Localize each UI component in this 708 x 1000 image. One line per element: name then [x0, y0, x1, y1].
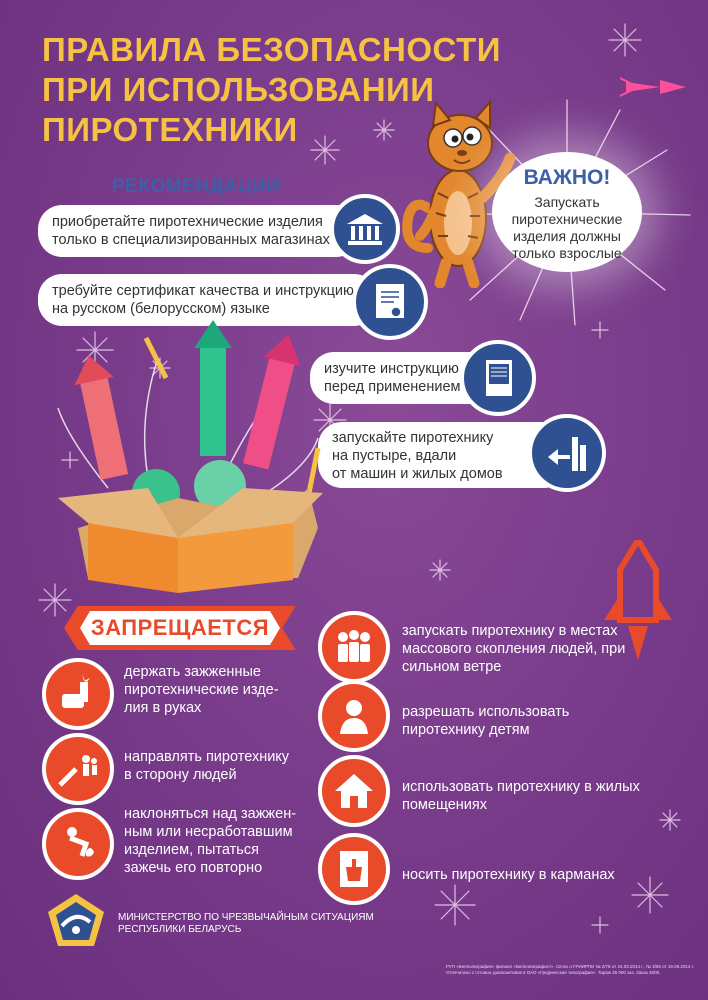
forbidden-line: в сторону людей	[124, 767, 237, 783]
forbidden-line: использовать пиротехнику в жилых	[402, 779, 640, 795]
title-line: ПИРОТЕХНИКИ	[42, 111, 298, 148]
forbidden-item: наклоняться над зажжен- ным или несработ…	[124, 805, 296, 877]
forbidden-line: изделием, пытаться	[124, 842, 259, 858]
print-details-line: Отпечатано с готовых диапозитивов в ОАО …	[446, 970, 661, 975]
ministry-line: МИНИСТЕРСТВО ПО ЧРЕЗВЫЧАЙНЫМ СИТУАЦИЯМ	[118, 912, 374, 923]
recommendation-line: запускайте пиротехнику	[332, 430, 494, 446]
certificate-icon	[352, 264, 428, 340]
title-line: ПРИ ИСПОЛЬЗОВАНИИ	[42, 71, 435, 108]
forbidden-line: разрешать использовать	[402, 704, 570, 720]
forbidden-line: массового скопления людей, при	[402, 641, 626, 657]
important-text: Запускать пиротехнические изделия должны…	[492, 194, 642, 262]
recommendation-line: на русском (белорусском) языке	[52, 301, 270, 317]
forbidden-line: пиротехнические изде-	[124, 682, 279, 698]
forbidden-item: носить пиротехнику в карманах	[402, 866, 615, 884]
red-rocket-icon	[604, 540, 672, 660]
firework-box-illustration	[57, 320, 323, 593]
forbidden-line: зажечь его повторно	[124, 860, 263, 876]
pocket-icon	[318, 833, 390, 905]
forbidden-item: разрешать использовать пиротехнику детям	[402, 703, 569, 739]
title-line: ПРАВИЛА БЕЗОПАСНОСТИ	[42, 31, 501, 68]
ministry-name: МИНИСТЕРСТВО ПО ЧРЕЗВЫЧАЙНЫМ СИТУАЦИЯМ Р…	[118, 912, 374, 936]
cat-mascot-icon	[402, 99, 516, 288]
forbidden-line: наклоняться над зажжен-	[124, 806, 297, 822]
important-line: изделия должны	[513, 228, 621, 244]
emergency-ministry-emblem-icon	[48, 894, 104, 946]
print-details: РУП «Белполиграфия» филиал «Белполиграфи…	[446, 964, 696, 976]
recommendation-line: от машин и жилых домов	[332, 466, 503, 482]
recommendation-item: запускайте пиротехнику на пустыре, вдали…	[318, 422, 568, 488]
important-line: только взрослые	[512, 245, 622, 261]
recommendation-item: требуйте сертификат качества и инструкци…	[38, 274, 378, 326]
recommendation-line: только в специализированных магазинах	[52, 232, 330, 248]
forbidden-line: носить пиротехнику в карманах	[402, 867, 615, 883]
recommendation-line: требуйте сертификат качества и инструкци…	[52, 283, 354, 299]
forbidden-heading: ЗАПРЕЩАЕТСЯ	[90, 615, 270, 640]
forbidden-item: использовать пиротехнику в жилых помещен…	[402, 778, 640, 814]
important-line: Запускать	[534, 194, 600, 210]
aim-at-people-icon	[42, 733, 114, 805]
forbidden-line: ным или несработавшим	[124, 824, 293, 840]
recommendation-line: приобретайте пиротехнические изделия	[52, 214, 323, 230]
recommendations-heading: РЕКОМЕНДАЦИИ	[112, 176, 281, 197]
recommendation-line: изучите инструкцию	[324, 361, 459, 377]
hand-firework-icon	[42, 658, 114, 730]
forbidden-line: пиротехнику детям	[402, 722, 530, 738]
important-heading: ВАЖНО!	[523, 166, 611, 189]
forbidden-line: запускать пиротехнику в местах	[402, 623, 618, 639]
lean-over-firework-icon	[42, 808, 114, 880]
forbidden-line: держать зажженные	[124, 664, 261, 680]
recommendation-item: приобретайте пиротехнические изделия тол…	[38, 205, 360, 257]
pink-rocket-icon	[620, 77, 686, 97]
forbidden-line: лия в руках	[124, 700, 202, 716]
house-icon	[318, 755, 390, 827]
child-icon	[318, 680, 390, 752]
forbidden-line: сильном ветре	[402, 659, 502, 675]
forbidden-item: запускать пиротехнику в местах массового…	[402, 622, 625, 676]
forbidden-line: направлять пиротехнику	[124, 749, 290, 765]
away-from-buildings-icon	[528, 414, 606, 492]
recommendation-line: на пустыре, вдали	[332, 448, 457, 464]
instruction-book-icon	[460, 340, 536, 416]
forbidden-line: помещениях	[402, 797, 487, 813]
forbidden-heading-box: ЗАПРЕЩАЕТСЯ	[80, 611, 280, 645]
crowd-icon	[318, 611, 390, 683]
print-details-line: РУП «Белполиграфия» филиал «Белполиграфи…	[446, 964, 694, 969]
recommendation-line: перед применением	[324, 379, 461, 395]
important-note: ВАЖНО! Запускать пиротехнические изделия…	[492, 152, 642, 272]
important-line: пиротехнические	[511, 211, 623, 227]
forbidden-item: направлять пиротехнику в сторону людей	[124, 748, 289, 784]
shop-icon	[330, 194, 400, 264]
poster-title: ПРАВИЛА БЕЗОПАСНОСТИ ПРИ ИСПОЛЬЗОВАНИИ П…	[42, 30, 512, 150]
forbidden-item: держать зажженные пиротехнические изде- …	[124, 663, 279, 717]
ministry-line: РЕСПУБЛИКИ БЕЛАРУСЬ	[118, 924, 242, 935]
